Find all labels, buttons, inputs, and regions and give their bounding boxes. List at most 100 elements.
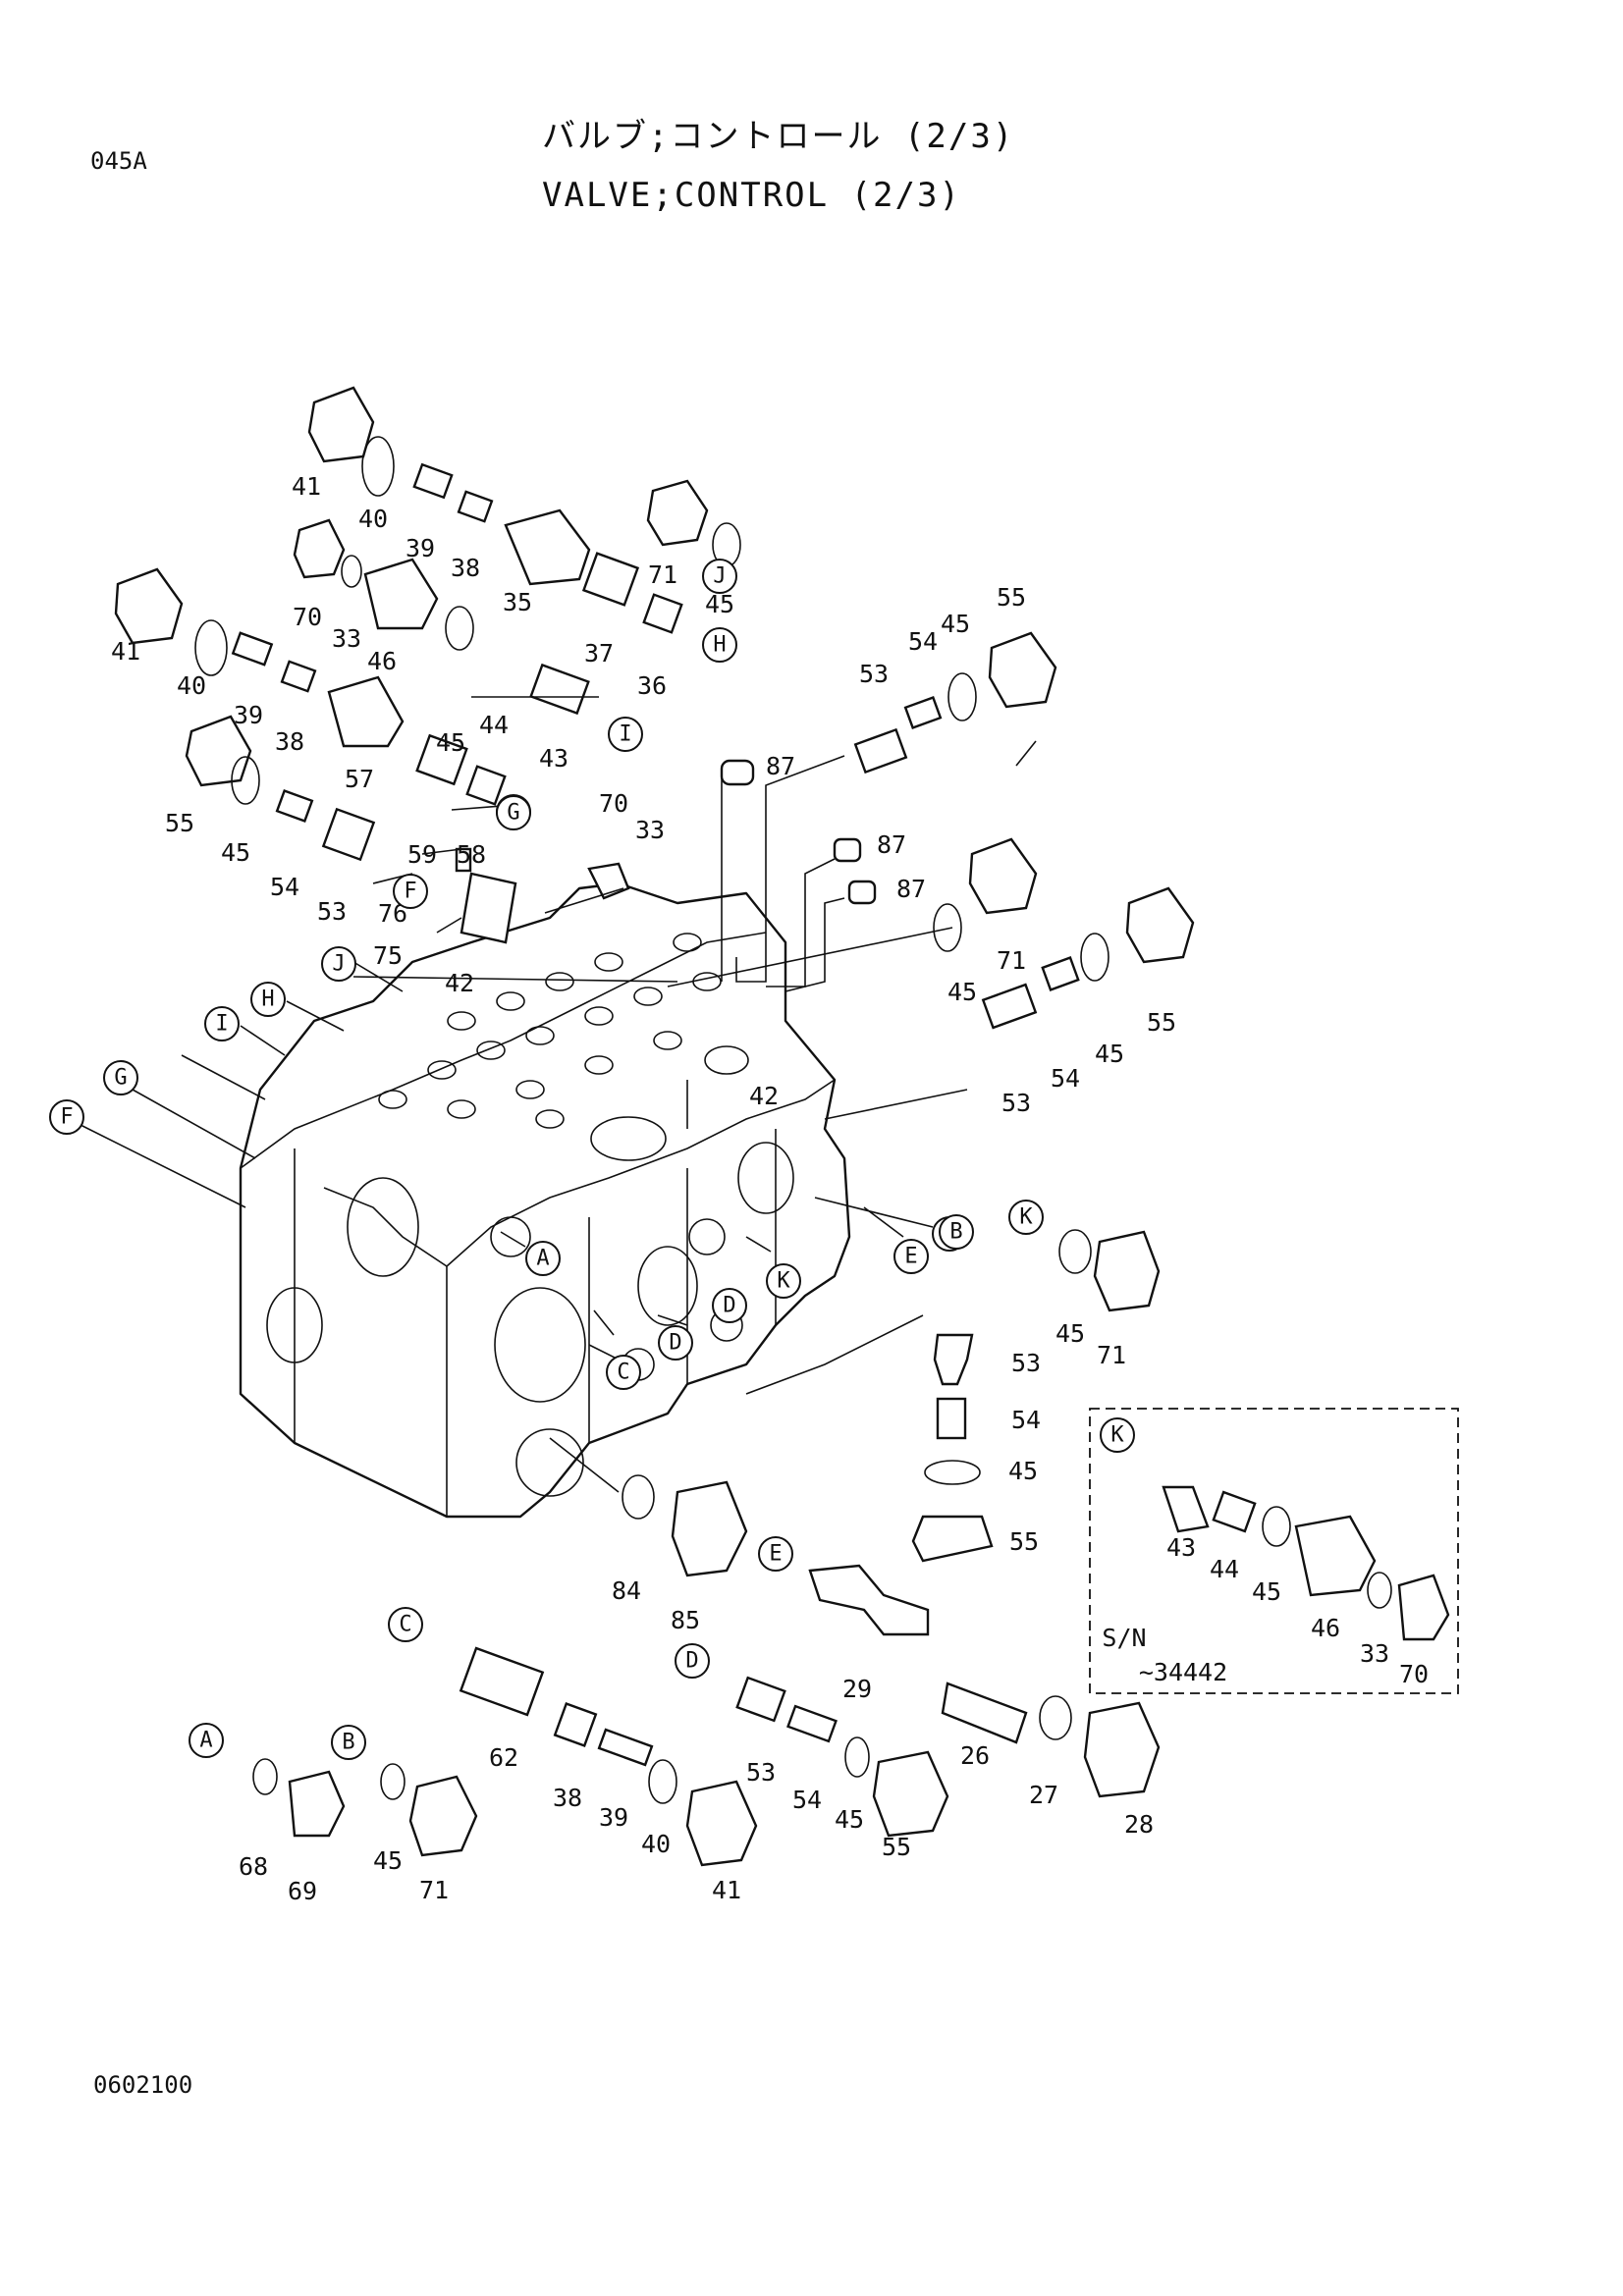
part-number-callout: 71 bbox=[419, 1876, 449, 1904]
part-number-callout: 84 bbox=[612, 1576, 641, 1605]
part-number-callout: 55 bbox=[997, 583, 1026, 612]
reference-letter-marker: A bbox=[189, 1723, 224, 1758]
reference-letter-marker: I bbox=[608, 717, 643, 752]
reference-letter-circle bbox=[766, 1263, 801, 1299]
reference-letter: B bbox=[342, 1731, 354, 1755]
reference-letter-marker: E bbox=[893, 1239, 929, 1274]
part-number-callout: 36 bbox=[637, 671, 667, 700]
reference-letter: D bbox=[669, 1331, 681, 1356]
reference-letter-marker: F bbox=[393, 874, 428, 909]
reference-letter: C bbox=[617, 1361, 629, 1385]
reference-letter: J bbox=[713, 564, 726, 589]
part-number-callout: 45 bbox=[1055, 1319, 1085, 1348]
reference-letter-circle bbox=[893, 1239, 929, 1274]
reference-letter-circle bbox=[103, 1060, 138, 1095]
part-number-callout: 70 bbox=[1399, 1660, 1429, 1688]
reference-letter-marker: D bbox=[675, 1643, 710, 1679]
valve-body bbox=[239, 881, 851, 1519]
serial-label: S/N bbox=[1102, 1624, 1146, 1652]
reference-letter-marker: H bbox=[702, 627, 737, 663]
title-english: VALVE;CONTROL (2/3) bbox=[542, 176, 961, 215]
reference-letter-circle bbox=[712, 1288, 747, 1323]
sheet-code: 045A bbox=[90, 147, 147, 175]
reference-letter-marker: E bbox=[758, 1536, 793, 1572]
reference-letter-marker: A bbox=[525, 1241, 561, 1276]
reference-letter-marker: J bbox=[321, 946, 356, 982]
reference-letter: D bbox=[685, 1649, 698, 1674]
reference-letter-circle bbox=[204, 1006, 240, 1041]
part-number-callout: 59 bbox=[407, 840, 437, 869]
leader-lines bbox=[78, 696, 1037, 1493]
part-number-callout: 71 bbox=[997, 946, 1026, 975]
part-number-callout: 39 bbox=[599, 1803, 628, 1832]
reference-letter: H bbox=[261, 988, 274, 1012]
part-number-callout: 45 bbox=[835, 1805, 864, 1834]
part-number-callout: 33 bbox=[332, 624, 361, 653]
reference-letter: K bbox=[777, 1269, 790, 1294]
reference-letter-circle bbox=[321, 946, 356, 982]
reference-letter: I bbox=[619, 722, 631, 747]
reference-letter-marker: C bbox=[606, 1355, 641, 1390]
reference-letter-circle bbox=[250, 982, 286, 1017]
part-number-callout: 71 bbox=[648, 561, 677, 589]
part-number-callout: 45 bbox=[941, 610, 970, 638]
part-number-callout: 43 bbox=[539, 744, 568, 773]
reference-letter: F bbox=[60, 1105, 73, 1130]
reference-letter: F bbox=[404, 880, 416, 904]
part-number-callout: 39 bbox=[234, 701, 263, 729]
part-number-callout: 26 bbox=[960, 1741, 990, 1770]
reference-letter-marker: G bbox=[496, 795, 531, 830]
reference-letter-circle bbox=[1100, 1417, 1135, 1453]
part-number-callout: 55 bbox=[165, 809, 194, 837]
part-number-callout: 41 bbox=[712, 1876, 741, 1904]
reference-letter-circle bbox=[1008, 1200, 1044, 1235]
part-number-callout: 55 bbox=[882, 1833, 911, 1861]
part-number-callout: 45 bbox=[221, 838, 250, 867]
reference-letter-circle bbox=[49, 1099, 84, 1135]
part-number-callout: 53 bbox=[1001, 1089, 1031, 1117]
reference-letter: B bbox=[949, 1220, 962, 1245]
part-number-callout: 42 bbox=[445, 969, 474, 997]
reference-letter: E bbox=[904, 1245, 917, 1269]
reference-letter-marker: G bbox=[103, 1060, 138, 1095]
part-number-callout: 40 bbox=[641, 1830, 671, 1858]
reference-letter: D bbox=[723, 1294, 735, 1318]
part-number-callout: 27 bbox=[1029, 1781, 1058, 1809]
reference-letter-circle bbox=[939, 1214, 974, 1250]
part-number-callout: 57 bbox=[345, 765, 374, 793]
reference-letter-marker: B bbox=[331, 1725, 366, 1760]
reference-letter-circle bbox=[702, 559, 737, 594]
part-number-callout: 75 bbox=[373, 941, 403, 970]
part-number-callout: 33 bbox=[635, 816, 665, 844]
part-number-callout: 58 bbox=[457, 840, 486, 869]
serial-inset-frame bbox=[1089, 1408, 1459, 1694]
reference-letter-circle bbox=[702, 627, 737, 663]
reference-letter-circle bbox=[189, 1723, 224, 1758]
part-number-callout: 45 bbox=[1252, 1577, 1281, 1606]
part-number-callout: 53 bbox=[1011, 1349, 1041, 1377]
part-number-callout: 45 bbox=[947, 978, 977, 1006]
part-number-callout: 38 bbox=[451, 554, 480, 582]
reference-letter-marker: K bbox=[1100, 1417, 1135, 1453]
serial-range: ~34442 bbox=[1139, 1658, 1227, 1686]
reference-letter-marker: D bbox=[712, 1288, 747, 1323]
part-number-callout: 85 bbox=[671, 1606, 700, 1634]
reference-letter-marker: D bbox=[658, 1325, 693, 1361]
part-number-callout: 35 bbox=[503, 588, 532, 616]
reference-letter-circle bbox=[606, 1355, 641, 1390]
reference-letter-circle bbox=[608, 717, 643, 752]
reference-letter: A bbox=[199, 1729, 212, 1753]
part-number-callout: 54 bbox=[908, 627, 938, 656]
part-number-callout: 70 bbox=[599, 789, 628, 818]
reference-letter: G bbox=[507, 801, 519, 826]
part-number-callout: 29 bbox=[842, 1675, 872, 1703]
part-number-callout: 37 bbox=[584, 639, 614, 667]
part-number-callout: 45 bbox=[1008, 1457, 1038, 1485]
reference-letter: A bbox=[536, 1247, 549, 1271]
part-number-callout: 87 bbox=[766, 752, 795, 780]
part-number-callout: 38 bbox=[553, 1784, 582, 1812]
part-number-callout: 53 bbox=[859, 660, 889, 688]
part-number-callout: 44 bbox=[1210, 1555, 1239, 1583]
part-number-callout: 40 bbox=[358, 505, 388, 533]
